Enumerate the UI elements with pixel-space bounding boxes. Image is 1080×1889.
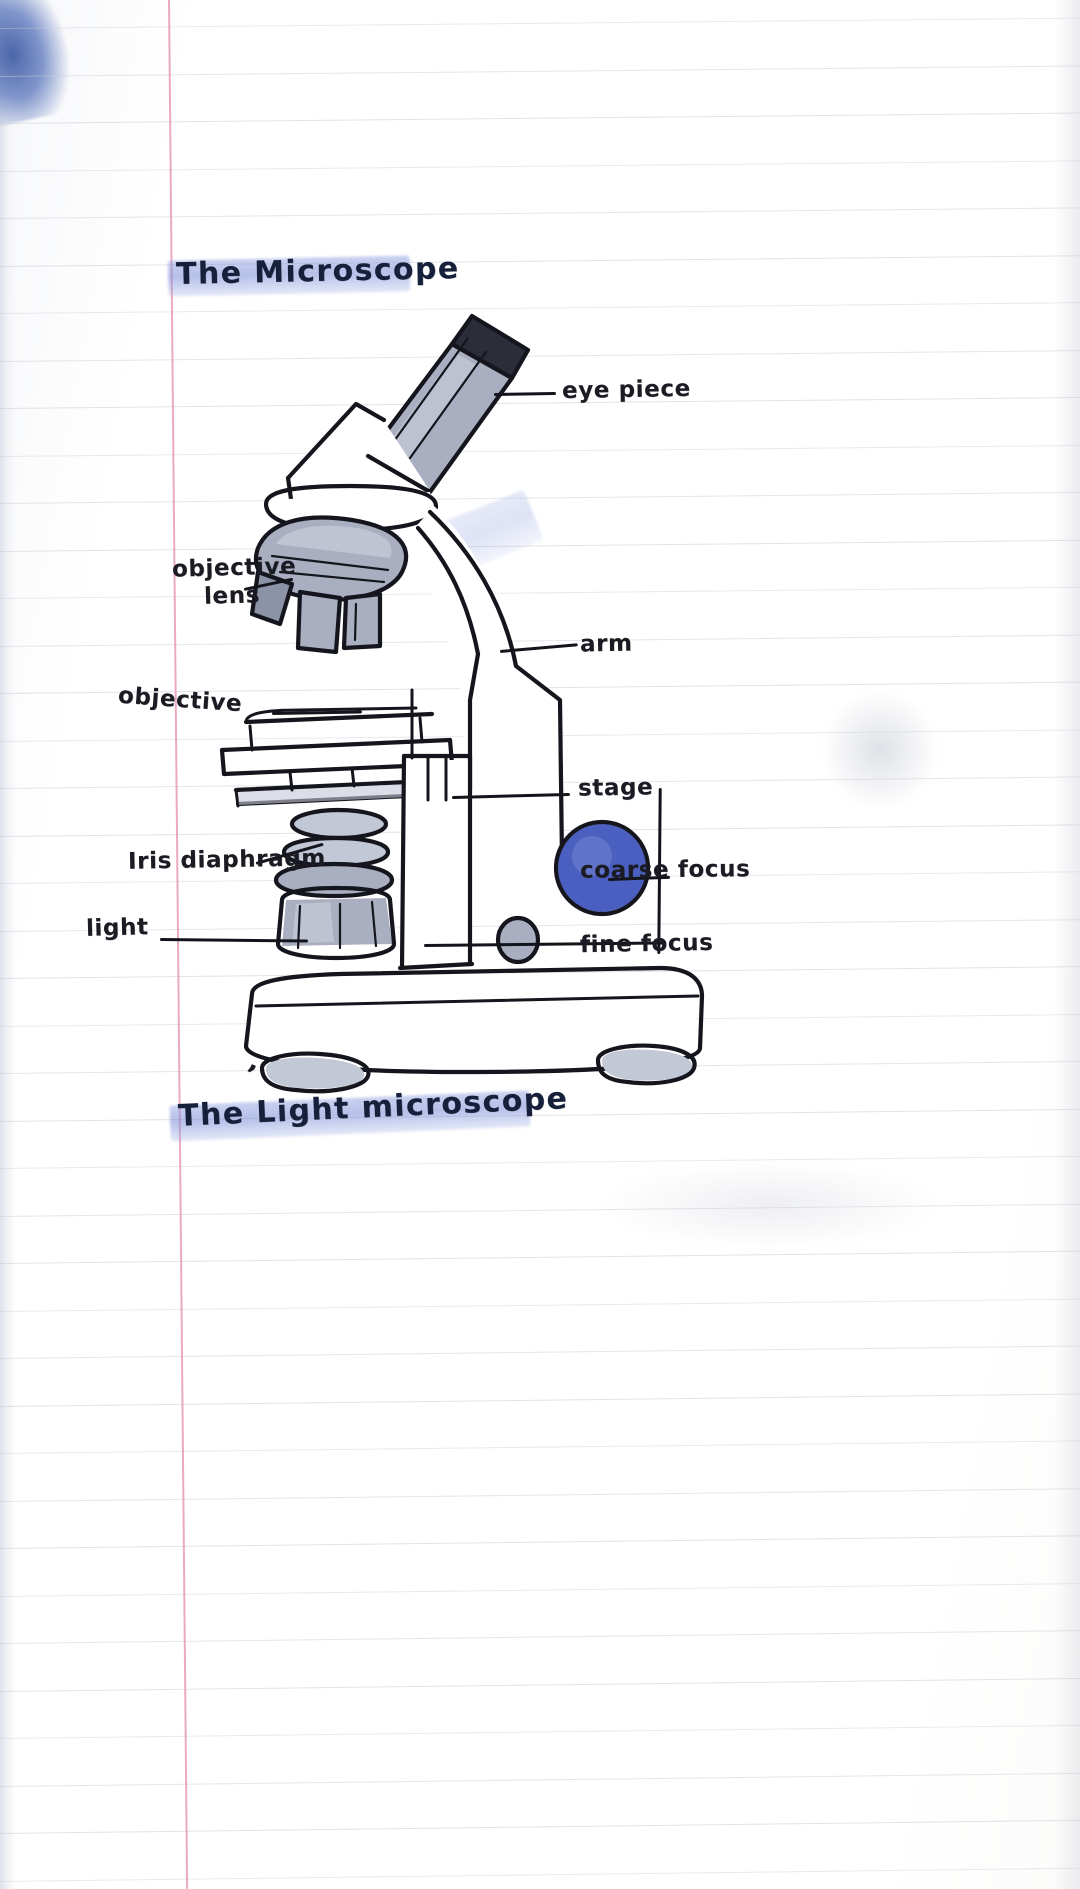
coarse-focus-knob-part [553,819,651,917]
page-left-edge [0,0,16,1889]
label-fine-focus: fine focus [579,929,714,959]
page-right-shadow [1054,0,1080,1889]
paper-smudge-lower [600,1160,940,1250]
label-coarse-focus: coarse focus [579,856,751,884]
fine-focus-knob-part [495,915,541,965]
paper-smudge-right [820,690,940,810]
label-iris-diaphragm: Iris diaphragm [127,845,327,875]
light-source-part [275,885,397,961]
iris-diaphragm-part [273,807,395,899]
page-title: The Microscope [175,251,460,292]
label-eyepiece: eye piece [561,375,691,405]
body-tube-part [263,401,439,540]
label-stage: stage [577,774,654,802]
base-part [243,965,705,1094]
label-objective-lens-line1: objective [171,553,297,583]
focus-column-part [397,688,475,971]
label-arm: arm [579,630,633,658]
label-light: light [85,914,149,942]
label-objective-lens-line2: lens [203,582,261,610]
nosepiece-part [253,515,409,602]
